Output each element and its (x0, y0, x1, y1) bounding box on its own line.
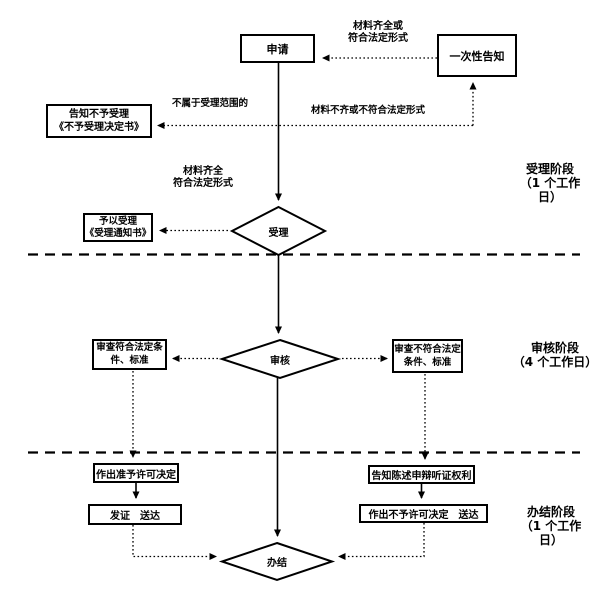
stage-review-line2: （4 个工作日） (512, 355, 598, 369)
one-time-notice-box: 一次性告知 (437, 34, 517, 77)
apply-box: 申请 (240, 34, 315, 63)
finish-text: 办结 (267, 557, 287, 569)
finish-diamond (218, 541, 336, 582)
notify-rejection-line1: 告知不予受理 (69, 109, 129, 120)
accept-notice-line2: 《受理通知书》 (84, 227, 152, 239)
grant-decision-label: 作出准予许可决定 (96, 469, 176, 481)
stage-review-line1: 审核阶段 (530, 341, 579, 355)
hearing-rights-label: 告知陈述申辩听证权利 (371, 471, 472, 482)
review-pass-box: 审查符合法定条 件、标准 (92, 339, 167, 370)
review-pass-line2: 件、标准 (110, 354, 149, 366)
stage-accept-line2: （1 个工作 (519, 176, 581, 190)
hearing-rights-box: 告知陈述申辩听证权利 (368, 465, 475, 484)
stage-label-finish: 办结阶段 （1 个工作 日） (506, 505, 596, 547)
materials-complete-top-line1: 材料齐全或 (353, 21, 403, 32)
review-text: 审核 (270, 355, 290, 367)
stage-accept-line3: 日） (537, 190, 562, 204)
review-pass-line1: 审查符合法定条 (96, 342, 163, 353)
accept-diamond (229, 205, 328, 257)
deny-deliver-label: 作出不予许可决定 送达 (368, 510, 479, 521)
notify-rejection-box: 告知不予受理 《不予受理决定书》 (46, 104, 152, 138)
edge-deny-to-finish (338, 523, 425, 560)
accept-text: 受理 (268, 227, 289, 239)
stage-accept-line1: 受理阶段 (525, 162, 574, 176)
label-materials-complete-mid: 材料齐全 符合法定形式 (163, 166, 243, 190)
apply-label: 申请 (266, 42, 289, 56)
review-diamond (218, 338, 342, 380)
not-in-scope-text: 不属于受理范围的 (171, 98, 248, 109)
review-fail-box: 审查不符合法定 条件、标准 (392, 339, 463, 373)
review-fail-line1: 审查不符合法定 (394, 343, 461, 355)
accept-diamond-label: 受理 (248, 224, 309, 239)
finish-diamond-label: 办结 (247, 554, 307, 569)
deny-deliver-box: 作出不予许可决定 送达 (359, 504, 488, 523)
stage-label-review: 审核阶段 （4 个工作日） (505, 341, 605, 369)
materials-incomplete-text: 材料不齐或不符合法定形式 (310, 105, 425, 116)
accept-notice-line1: 予以受理 (98, 215, 137, 227)
issue-deliver-label: 发证 送达 (110, 511, 160, 522)
grant-decision-box: 作出准予许可决定 (93, 463, 179, 483)
issue-deliver-box: 发证 送达 (88, 504, 182, 525)
stage-finish-line2: （1 个工作 (520, 519, 582, 533)
accept-notice-box: 予以受理 《受理通知书》 (83, 213, 153, 242)
label-materials-incomplete: 材料不齐或不符合法定形式 (308, 102, 428, 116)
label-not-in-scope: 不属于受理范围的 (170, 95, 250, 109)
label-materials-complete-top: 材料齐全或 符合法定形式 (338, 21, 418, 44)
review-diamond-label: 审核 (250, 352, 310, 367)
materials-complete-top-line2: 符合法定形式 (348, 32, 408, 44)
materials-complete-mid-line1: 材料齐全 (183, 166, 223, 177)
stage-label-accept: 受理阶段 （1 个工作 日） (505, 162, 595, 204)
review-fail-line2: 条件、标准 (403, 357, 452, 368)
materials-complete-mid-line2: 符合法定形式 (173, 178, 233, 189)
stage-finish-line1: 办结阶段 (526, 505, 575, 519)
one-time-notice-label: 一次性告知 (449, 49, 505, 63)
edge-issue-to-finish (132, 525, 217, 560)
notify-rejection-line2: 《不予受理决定书》 (54, 122, 144, 133)
stage-finish-line3: 日） (538, 533, 563, 547)
